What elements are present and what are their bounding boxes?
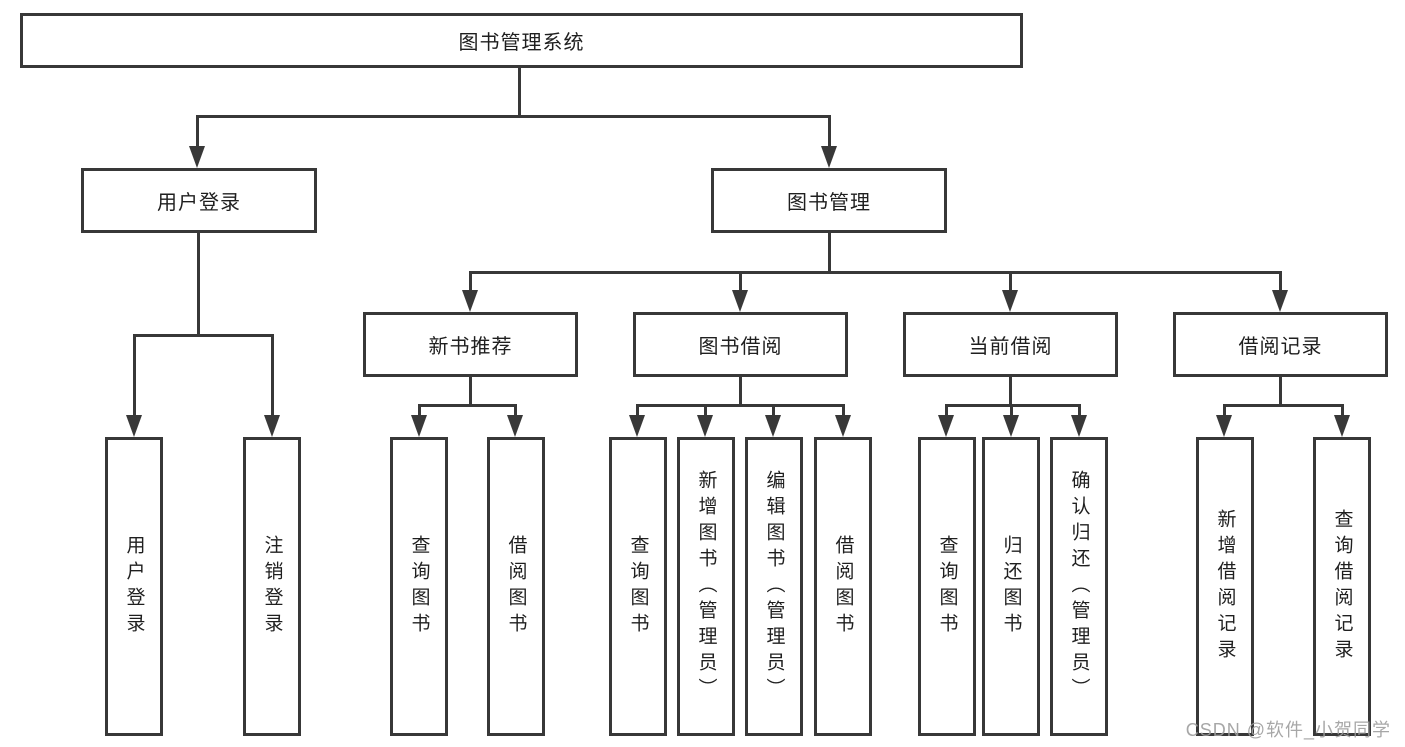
- leaf-label: 查询图书: [936, 534, 958, 639]
- leaf-label: 编辑图书（管理员）: [763, 469, 785, 704]
- arrow-down-icon: [189, 146, 205, 168]
- connector-line: [1009, 271, 1012, 295]
- node-book-borrowing: 图书借阅: [633, 312, 848, 377]
- arrow-down-icon: [1002, 290, 1018, 312]
- connector-line: [828, 115, 831, 151]
- connector-line: [196, 115, 831, 118]
- leaf-query-books-1: 查询图书: [390, 437, 448, 736]
- connector-line: [1279, 377, 1282, 406]
- connector-line: [518, 68, 521, 117]
- leaf-query-borrow-record: 查询借阅记录: [1313, 437, 1371, 736]
- node-library-management-system: 图书管理系统: [20, 13, 1023, 68]
- node-label: 借阅记录: [1238, 336, 1323, 358]
- leaf-label: 查询图书: [408, 534, 430, 639]
- connector-line: [133, 334, 274, 337]
- arrow-down-icon: [697, 415, 713, 437]
- arrow-down-icon: [1071, 415, 1087, 437]
- connector-line: [636, 404, 639, 420]
- node-label: 图书管理系统: [458, 32, 585, 54]
- connector-line: [1010, 404, 1013, 420]
- connector-line: [418, 404, 517, 407]
- node-new-book-recommendation: 新书推荐: [363, 312, 578, 377]
- leaf-logout: 注销登录: [243, 437, 301, 736]
- leaf-add-books-admin: 新增图书（管理员）: [677, 437, 735, 736]
- connector-line: [704, 404, 707, 420]
- connector-line: [636, 404, 845, 407]
- node-book-management: 图书管理: [711, 168, 947, 233]
- arrow-down-icon: [507, 415, 523, 437]
- connector-line: [1009, 377, 1012, 406]
- leaf-add-borrow-record: 新增借阅记录: [1196, 437, 1254, 736]
- arrow-down-icon: [938, 415, 954, 437]
- node-borrowing-records: 借阅记录: [1173, 312, 1388, 377]
- node-current-borrowing: 当前借阅: [903, 312, 1118, 377]
- arrow-down-icon: [462, 290, 478, 312]
- leaf-borrow-books-2: 借阅图书: [814, 437, 872, 736]
- arrow-down-icon: [821, 146, 837, 168]
- connector-line: [469, 271, 1282, 274]
- leaf-user-login: 用户登录: [105, 437, 163, 736]
- connector-line: [739, 377, 742, 406]
- connector-line: [197, 233, 200, 336]
- arrow-down-icon: [1272, 290, 1288, 312]
- arrow-down-icon: [264, 415, 280, 437]
- node-label: 图书管理: [787, 192, 871, 214]
- node-label: 图书借阅: [698, 336, 783, 358]
- leaf-query-books-3: 查询图书: [918, 437, 976, 736]
- arrow-down-icon: [629, 415, 645, 437]
- connector-line: [772, 404, 775, 420]
- connector-line: [945, 404, 948, 420]
- node-user-login-group: 用户登录: [81, 168, 317, 233]
- arrow-down-icon: [1216, 415, 1232, 437]
- connector-line: [469, 271, 472, 295]
- leaf-edit-books-admin: 编辑图书（管理员）: [745, 437, 803, 736]
- connector-line: [271, 334, 274, 419]
- connector-line: [469, 377, 472, 406]
- leaf-label: 新增图书（管理员）: [695, 469, 717, 704]
- connector-line: [196, 115, 199, 151]
- leaf-label: 确认归还（管理员）: [1068, 469, 1090, 704]
- arrow-down-icon: [1003, 415, 1019, 437]
- leaf-label: 注销登录: [261, 534, 283, 639]
- arrow-down-icon: [835, 415, 851, 437]
- csdn-watermark: CSDN @软件_小贺同学: [1185, 720, 1391, 740]
- arrow-down-icon: [1334, 415, 1350, 437]
- connector-line: [842, 404, 845, 420]
- arrow-down-icon: [126, 415, 142, 437]
- leaf-label: 用户登录: [123, 534, 145, 639]
- node-label: 新书推荐: [428, 336, 513, 358]
- leaf-label: 新增借阅记录: [1214, 508, 1236, 665]
- leaf-confirm-return-admin: 确认归还（管理员）: [1050, 437, 1108, 736]
- leaf-label: 查询借阅记录: [1331, 508, 1353, 665]
- leaf-return-books: 归还图书: [982, 437, 1040, 736]
- node-label: 用户登录: [157, 192, 241, 214]
- leaf-label: 借阅图书: [505, 534, 527, 639]
- arrow-down-icon: [732, 290, 748, 312]
- connector-line: [1341, 404, 1344, 420]
- connector-line: [1223, 404, 1226, 420]
- connector-line: [1223, 404, 1344, 407]
- leaf-label: 查询图书: [627, 534, 649, 639]
- leaf-label: 借阅图书: [832, 534, 854, 639]
- connector-line: [514, 404, 517, 420]
- connector-line: [945, 404, 1081, 407]
- connector-line: [1078, 404, 1081, 420]
- arrow-down-icon: [411, 415, 427, 437]
- arrow-down-icon: [765, 415, 781, 437]
- leaf-borrow-books-1: 借阅图书: [487, 437, 545, 736]
- connector-line: [1279, 271, 1282, 295]
- connector-line: [133, 334, 136, 419]
- leaf-query-books-2: 查询图书: [609, 437, 667, 736]
- connector-line: [418, 404, 421, 420]
- leaf-label: 归还图书: [1000, 534, 1022, 639]
- connector-line: [739, 271, 742, 295]
- connector-line: [828, 233, 831, 273]
- node-label: 当前借阅: [968, 336, 1053, 358]
